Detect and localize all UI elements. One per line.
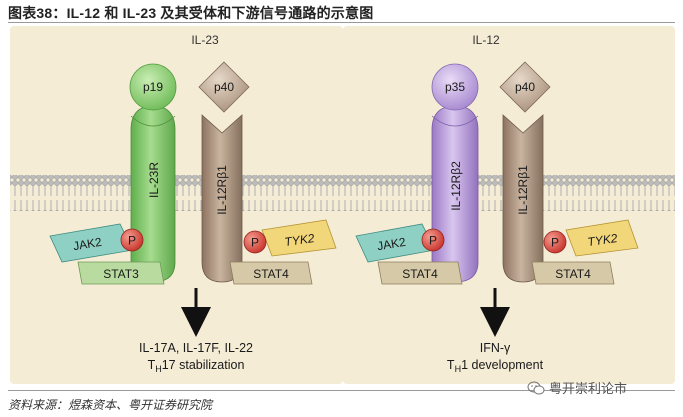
left-subunit-a [129,63,177,111]
left-output-line1: IL-17A, IL-17F, IL-22 [139,341,253,355]
left-stat-b-label: STAT4 [253,267,289,281]
left-cytokine-label: IL-23 [191,33,219,47]
left-jak2-label: JAK2 [72,235,103,253]
right-phospho-b-label: P [551,236,559,250]
left-receptor-b-label: IL-12Rβ1 [215,165,229,215]
left-phospho-b-label: P [251,236,259,250]
left-phospho-a [120,228,144,252]
left-subunit-b [198,61,250,113]
left-phospho-b [243,230,267,254]
left-stat-b [229,261,313,285]
right-stat-b-label: STAT4 [555,267,591,281]
right-stat-a-label: STAT4 [402,267,438,281]
right-stat-b [531,261,615,285]
right-subunit-a [431,63,479,111]
right-stat-a [377,261,463,285]
right-tyk2 [565,219,639,257]
left-stat-a [77,261,165,285]
right-tyk2-label: TYK2 [587,231,619,249]
left-subunit-a-label: p19 [143,80,163,94]
right-receptor-b-label: IL-12Rβ1 [516,165,530,215]
left-stat-a-label: STAT3 [103,267,139,281]
wechat-icon [527,381,545,394]
right-subunit-a-label: p35 [445,80,465,94]
left-phospho-a-label: P [128,234,136,248]
left-subunit-b-label: p40 [214,80,234,94]
right-jak2-label: JAK2 [376,235,407,253]
right-subunit-b [499,61,551,113]
cell-membrane [10,175,675,211]
figure-title: 图表38：IL-12 和 IL-23 及其受体和下游信号通路的示意图 [8,5,374,21]
left-tyk2-label: TYK2 [284,231,316,249]
right-phospho-a-label: P [429,234,437,248]
watermark-text: 粤开崇利论市 [549,381,628,396]
left-receptor-a-label: IL-23R [147,162,161,198]
right-cytokine-label: IL-12 [472,33,500,47]
right-phospho-b [543,230,567,254]
right-subunit-b-label: p40 [515,80,535,94]
source-rule [8,390,675,391]
right-receptor-a-label: IL-12Rβ2 [449,161,463,211]
left-tyk2 [261,219,337,257]
watermark: 粤开崇利论市 [527,378,627,397]
right-phospho-a [421,228,445,252]
right-output-line2: TH1 development [447,358,544,374]
title-rule [8,22,675,23]
source-note: 资料来源：煜森资本、粤开证券研究院 [8,398,213,412]
left-output-line2: TH17 stabilization [148,358,245,374]
right-output-line1: IFN-γ [480,341,511,355]
